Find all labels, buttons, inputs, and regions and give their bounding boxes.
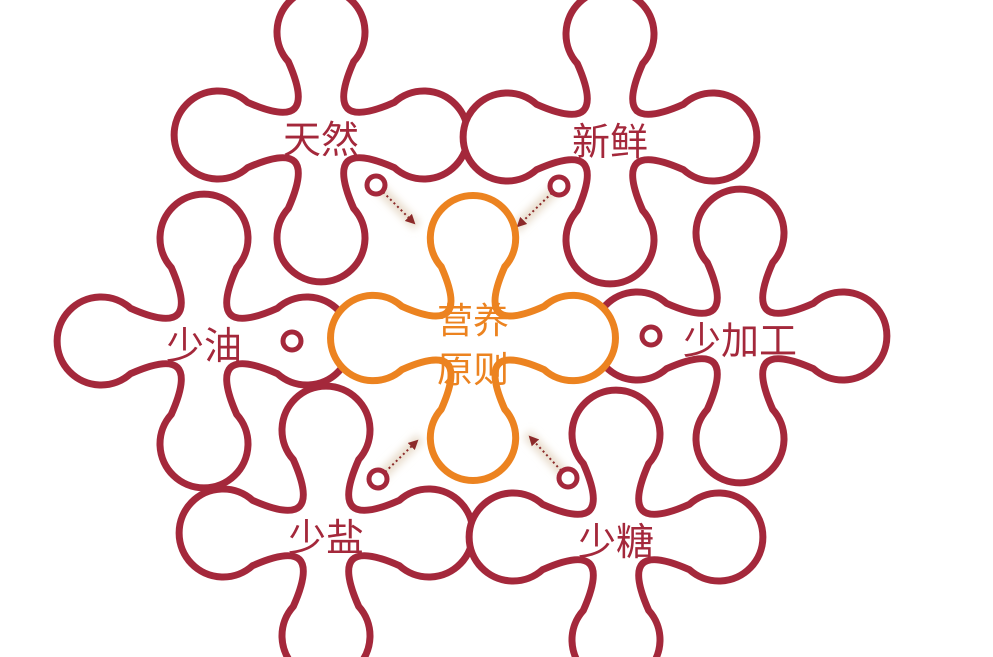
node-less-oil-label: 少油: [166, 324, 242, 368]
node-less-processing-label: 少加工: [683, 319, 797, 363]
center-node: 营养 原则: [327, 192, 619, 484]
node-fresh-label: 新鲜: [572, 120, 648, 164]
connector-ring-less-salt: [366, 467, 390, 491]
node-less-salt-label: 少盐: [288, 516, 364, 560]
node-fresh: 新鲜: [459, 0, 761, 288]
node-less-oil: 少油: [53, 190, 355, 492]
node-less-sugar-label: 少糖: [578, 520, 654, 564]
connector-ring-less-oil: [280, 329, 304, 353]
connector-ring-fresh: [547, 174, 571, 198]
node-less-salt: 少盐: [175, 382, 477, 657]
connector-ring-less-processing: [639, 324, 663, 348]
node-natural: 天然: [170, 0, 472, 286]
connector-ring-less-sugar: [556, 466, 580, 490]
center-label-line2: 原则: [437, 350, 509, 391]
connector-ring-natural: [364, 173, 388, 197]
center-label-line1: 营养: [437, 301, 509, 342]
node-less-sugar: 少糖: [465, 386, 767, 657]
node-natural-label: 天然: [283, 118, 359, 162]
